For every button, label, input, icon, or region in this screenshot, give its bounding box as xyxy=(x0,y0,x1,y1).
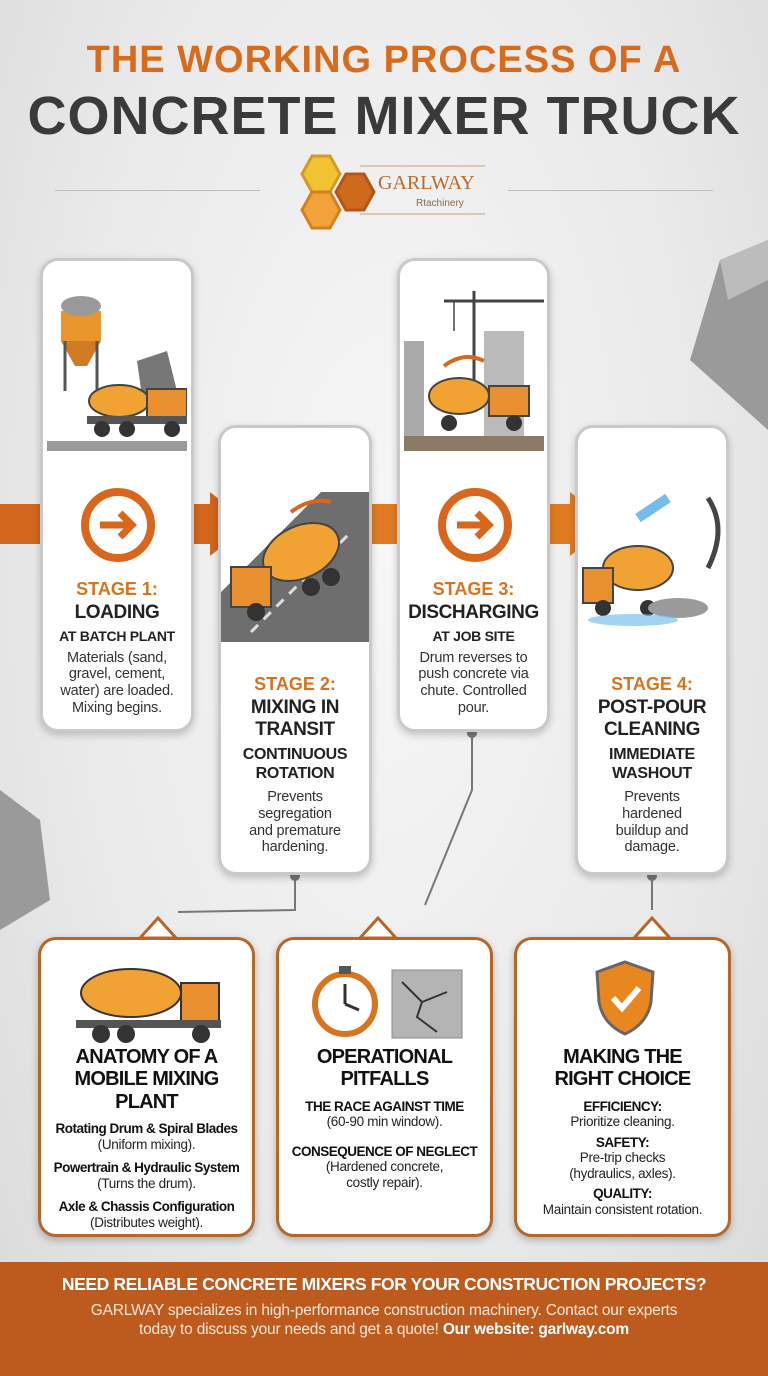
panel-item: CONSEQUENCE OF NEGLECT(Hardened concrete… xyxy=(291,1143,478,1190)
divider xyxy=(508,190,713,191)
stage-text: STAGE 3: DISCHARGING AT JOB SITE Drum re… xyxy=(402,579,545,716)
footer-body: GARLWAY specializes in high-performance … xyxy=(90,1302,678,1339)
callout-pointers xyxy=(136,915,674,940)
stage-subtitle: AT JOB SITE xyxy=(432,627,515,644)
stage-label: STAGE 3: xyxy=(432,579,515,599)
truck-on-road-icon xyxy=(221,492,369,642)
stage-desc: Materials (sand,gravel, cement,water) ar… xyxy=(60,649,174,716)
stopwatch-cracked-concrete-icon xyxy=(312,966,463,1039)
stage-subtitle: AT BATCH PLANT xyxy=(59,627,175,644)
website-link[interactable]: Our website: garlway.com xyxy=(442,1321,629,1339)
divider xyxy=(55,190,260,191)
stage-label: STAGE 1: xyxy=(76,579,158,599)
logo-name: GARLWAY xyxy=(378,172,475,194)
panel-item: Axle & Chassis Configuration(Distributes… xyxy=(58,1199,235,1230)
title-line-1: THE WORKING PROCESS OF A xyxy=(86,39,682,81)
stage-card-3: STAGE 3: DISCHARGING AT JOB SITE Drum re… xyxy=(397,258,550,732)
crane-construction-site-icon xyxy=(404,291,544,451)
stage-text: STAGE 1: LOADING AT BATCH PLANT Material… xyxy=(45,579,189,716)
stage-title: DISCHARGING xyxy=(408,601,539,623)
panel-item: Powertrain & Hydraulic System(Turns the … xyxy=(53,1160,240,1191)
footer-banner: NEED RELIABLE CONCRETE MIXERS FOR YOUR C… xyxy=(0,1262,768,1376)
stage-label: STAGE 4: xyxy=(611,674,693,694)
garlway-logo xyxy=(300,154,485,230)
arrow-circle-icon xyxy=(438,488,512,562)
stage-title: LOADING xyxy=(74,601,160,623)
panel-item: SAFETY:Pre-trip checks(hydraulics, axles… xyxy=(569,1134,676,1181)
footer-headline: NEED RELIABLE CONCRETE MIXERS FOR YOUR C… xyxy=(61,1274,707,1294)
concrete-slab-decoration xyxy=(0,790,50,930)
logo-tagline: Rtachinery xyxy=(416,198,464,209)
panel-item: Rotating Drum & Spiral Blades(Uniform mi… xyxy=(55,1121,238,1152)
panel-item: EFFICIENCY:Prioritize cleaning. xyxy=(570,1098,675,1130)
concrete-slab-decoration xyxy=(690,240,768,430)
panel-item: THE RACE AGAINST TIME(60-90 min window). xyxy=(305,1098,464,1130)
hose-washout-icon xyxy=(582,493,721,626)
arrow-circle-icon xyxy=(81,488,155,562)
title-line-2: CONCRETE MIXER TRUCK xyxy=(27,86,741,146)
batch-plant-truck-icon xyxy=(47,296,187,451)
stage-card-1: STAGE 1: LOADING AT BATCH PLANT Material… xyxy=(40,258,194,732)
stage-label: STAGE 2: xyxy=(254,674,336,694)
panel-item: QUALITY:Maintain consistent rotation. xyxy=(542,1186,703,1217)
mixer-truck-icon xyxy=(76,968,221,1043)
shield-check-icon xyxy=(595,960,655,1036)
